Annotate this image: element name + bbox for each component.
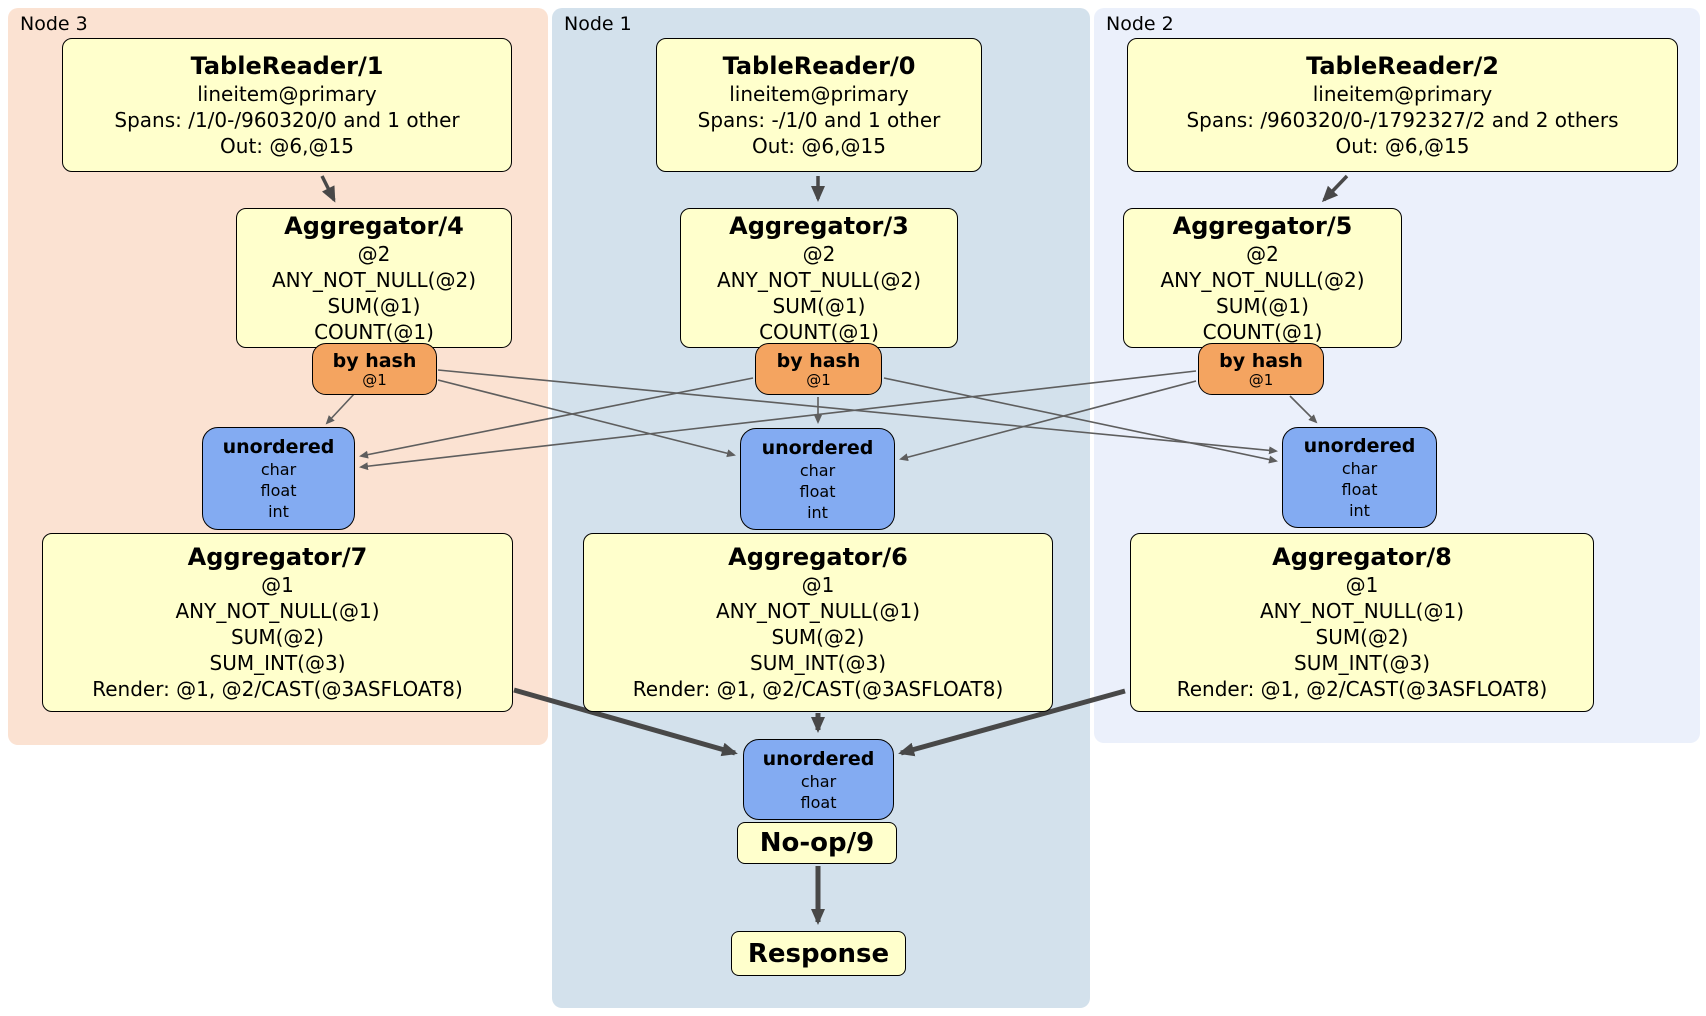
processor-title: TableReader/1 xyxy=(190,51,384,80)
processor-title: TableReader/2 xyxy=(1306,51,1499,80)
processor-title: TableReader/0 xyxy=(722,51,916,80)
processor-response: Response xyxy=(731,931,906,976)
sync-unordered-node3: unordered char float int xyxy=(202,427,355,530)
processor-tablereader-2: TableReader/2 lineitem@primary Spans: /9… xyxy=(1127,38,1678,172)
region-node1-label: Node 1 xyxy=(564,13,632,35)
processor-aggregator-7: Aggregator/7 @1 ANY_NOT_NULL(@1) SUM(@2)… xyxy=(42,533,513,712)
processor-aggregator-8: Aggregator/8 @1 ANY_NOT_NULL(@1) SUM(@2)… xyxy=(1130,533,1594,712)
edge-tablereader1-aggregator4 xyxy=(320,175,336,203)
edge-byhash3-unordered3 xyxy=(325,392,356,425)
edge-byhash1-unordered3 xyxy=(359,377,754,459)
processor-title: Aggregator/4 xyxy=(284,211,464,240)
processor-title: Aggregator/3 xyxy=(729,211,909,240)
processor-title: Aggregator/7 xyxy=(187,543,368,571)
processor-aggregator-3: Aggregator/3 @2 ANY_NOT_NULL(@2) SUM(@1)… xyxy=(680,208,958,348)
edge-byhash2-unordered1 xyxy=(899,380,1197,462)
processor-tablereader-0: TableReader/0 lineitem@primary Spans: -/… xyxy=(656,38,982,172)
edge-byhash1-unordered2 xyxy=(883,377,1278,464)
processor-title: Aggregator/8 xyxy=(1272,543,1452,571)
processor-title: Aggregator/5 xyxy=(1172,211,1353,240)
processor-aggregator-4: Aggregator/4 @2 ANY_NOT_NULL(@2) SUM(@1)… xyxy=(236,208,512,348)
sync-unordered-node1: unordered char float int xyxy=(740,428,895,530)
processor-aggregator-5: Aggregator/5 @2 ANY_NOT_NULL(@2) SUM(@1)… xyxy=(1123,208,1402,348)
edge-byhash2-unordered3 xyxy=(359,370,1197,471)
sync-unordered-node2: unordered char float int xyxy=(1282,427,1437,528)
edge-aggregator7-final-unordered xyxy=(513,687,738,757)
router-by-hash-node3: by hash @1 xyxy=(312,343,437,395)
region-node3-label: Node 3 xyxy=(20,13,88,35)
edge-aggregator8-final-unordered xyxy=(898,688,1126,757)
processor-title: Aggregator/6 xyxy=(728,543,908,571)
sync-unordered-final: unordered char float xyxy=(743,739,894,820)
edge-byhash2-unordered2 xyxy=(1289,395,1318,424)
processor-tablereader-1: TableReader/1 lineitem@primary Spans: /1… xyxy=(62,38,512,172)
router-by-hash-node2: by hash @1 xyxy=(1198,343,1324,395)
edge-tablereader2-aggregator5 xyxy=(1321,174,1349,203)
processor-noop-9: No-op/9 xyxy=(737,822,897,864)
edge-byhash3-unordered1 xyxy=(437,379,736,458)
router-by-hash-node1: by hash @1 xyxy=(755,343,882,395)
processor-aggregator-6: Aggregator/6 @1 ANY_NOT_NULL(@1) SUM(@2)… xyxy=(583,533,1053,712)
region-node2-label: Node 2 xyxy=(1106,13,1174,35)
